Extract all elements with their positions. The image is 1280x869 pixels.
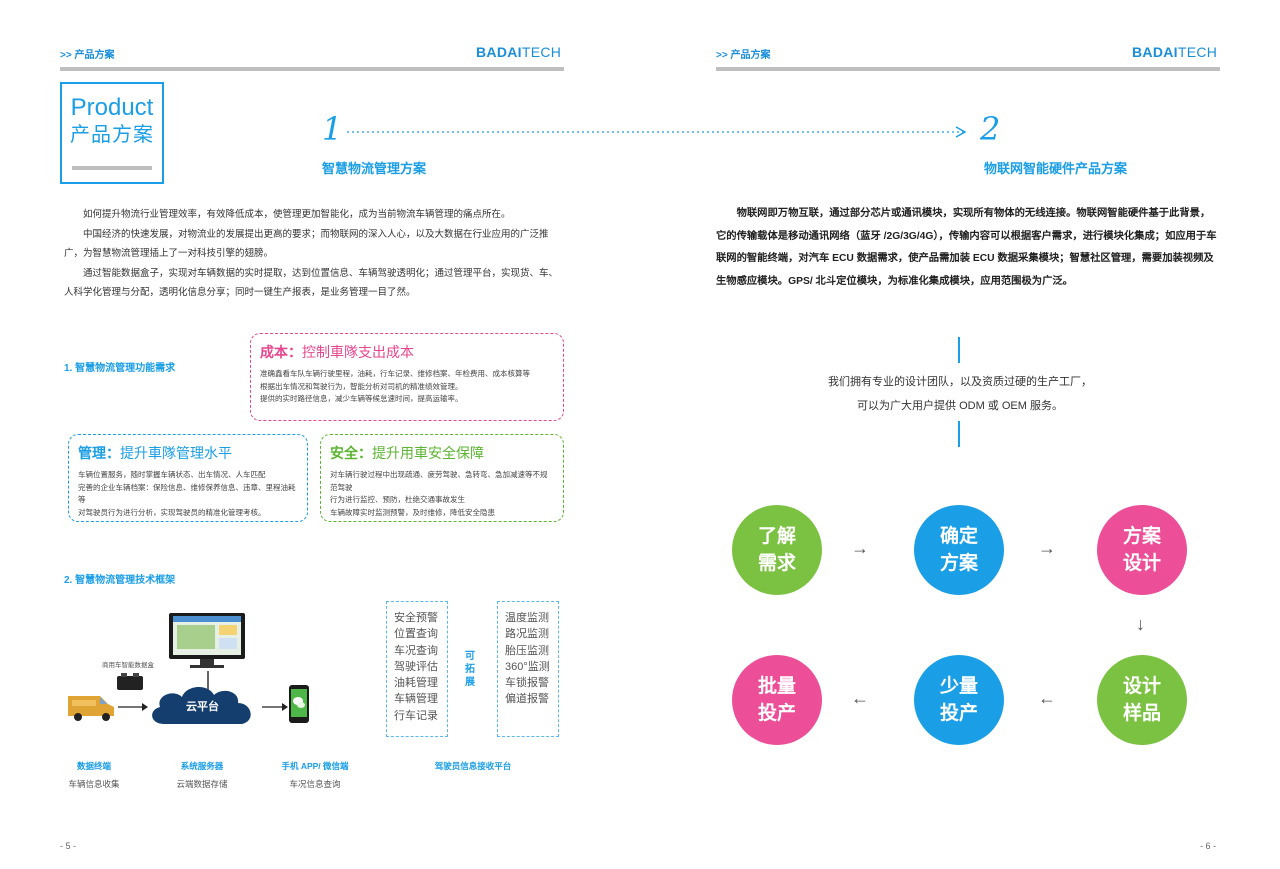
process-step-design: 方案设计	[1097, 505, 1187, 595]
step2-title: 物联网智能硬件产品方案	[984, 161, 1128, 176]
feature-item: 行车记录	[394, 709, 438, 722]
section1-title: 1. 智慧物流管理功能需求	[64, 363, 176, 374]
safety-card-body: 对车辆行驶过程中出现疏通、疲劳驾驶、急转弯、急加减速等不规范驾驶 行为进行监控、…	[330, 470, 548, 517]
arrow-right-icon: →	[1038, 538, 1056, 558]
manage-card-title: 管理：提升車隊管理水平	[78, 445, 232, 461]
process-step-understand: 了解需求	[732, 505, 822, 595]
cost-card-body: 准确鑫看车队车辆行驶里程，油耗，行车记录、维修档案、年检费用、成本核算等 根据出…	[260, 369, 530, 403]
intro-text: 如何提升物流行业管理效率，有效降低成本，使管理更加智能化，成为当前物流车辆管理的…	[64, 205, 564, 303]
link-monitor-cloud	[207, 671, 209, 691]
feature-item: 油耗管理	[394, 677, 438, 690]
header-label-right: >> 产品方案	[716, 50, 771, 61]
feature-item: 驾驶评估	[394, 660, 438, 673]
divider-bottom	[958, 421, 960, 447]
process-step-confirm: 确定方案	[914, 505, 1004, 595]
feature-list-left: 安全预警 位置查询 车况查询 驾驶评估 油耗管理 车辆管理 行车记录	[386, 601, 448, 737]
product-title-box: Product 产品方案	[60, 82, 164, 184]
cloud-icon	[152, 686, 251, 724]
process-step-pilot: 少量投产	[914, 655, 1004, 745]
cloud-label: 云平台	[186, 701, 219, 713]
feature-item: 车况查询	[394, 644, 438, 657]
feature-item: 温度监测	[505, 612, 549, 624]
monitor-icon	[169, 613, 245, 668]
feature-item: 胎压监测	[505, 644, 549, 657]
feature-item: 360°监测	[505, 660, 550, 673]
step1-number: 1	[322, 110, 343, 148]
product-title-cn: 产品方案	[70, 124, 154, 146]
feature-item: 车锁报警	[505, 677, 549, 690]
data-box-label: 商用车智能数据盒	[102, 662, 154, 669]
step2-number: 2	[980, 110, 1001, 148]
feature-list-right: 温度监测 路况监测 胎压监测 360°监测 车锁报警 偏道报警	[497, 601, 559, 737]
page-number-left: - 5 -	[60, 841, 77, 851]
cost-card: 成本：控制車隊支出成本 准确鑫看车队车辆行驶里程，油耗，行车记录、维修档案、年检…	[250, 333, 564, 421]
manage-card-body: 车辆位置服务，随时掌握车辆状态、出车情况、人车匹配 完善的企业车辆档案：保险信息…	[78, 470, 296, 517]
process-step-sample: 设计样品	[1097, 655, 1187, 745]
arrow-left-icon: ←	[1038, 688, 1056, 708]
product-title-en: Product	[70, 94, 154, 121]
dotted-arrow	[347, 126, 967, 138]
safety-card: 安全：提升用車安全保障 对车辆行驶过程中出现疏通、疲劳驾驶、急转弯、急加减速等不…	[320, 434, 564, 522]
phone-icon	[289, 685, 309, 723]
feature-item: 偏道报警	[505, 693, 549, 706]
intro-paragraph: 通过智能数据盒子，实现对车辆数据的实时提取，达到位置信息、车辆驾驶透明化；通过管…	[64, 268, 559, 298]
logo-left: BADAITECH	[476, 44, 562, 60]
header-rule-right	[716, 67, 1220, 71]
step1-title: 智慧物流管理方案	[322, 161, 427, 176]
page-number-right: - 6 -	[1200, 841, 1217, 851]
header-rule-left	[60, 67, 564, 71]
manage-card: 管理：提升車隊管理水平 车辆位置服务，随时掌握车辆状态、出车情况、人车匹配 完善…	[68, 434, 308, 522]
expandable-label: 可拓展	[465, 651, 475, 688]
process-step-mass: 批量投产	[732, 655, 822, 745]
footer-item-driver-platform: 驾驶员信息接收平台	[434, 761, 512, 771]
feature-item: 位置查询	[394, 628, 438, 641]
data-box-icon	[117, 673, 143, 690]
feature-item: 路况监测	[505, 628, 549, 641]
team-statement: 我们拥有专业的设计团队，以及资质过硬的生产工厂， 可以为广大用户提供 ODM 或…	[828, 376, 1092, 412]
intro-paragraph: 如何提升物流行业管理效率，有效降低成本，使管理更加智能化，成为当前物流车辆管理的…	[83, 209, 511, 220]
section2-title: 2. 智慧物流管理技术框架	[64, 575, 176, 586]
arrow-van-cloud	[118, 703, 148, 711]
feature-item: 车辆管理	[394, 693, 438, 706]
arrow-cloud-phone	[262, 703, 288, 711]
arrow-down-icon: ↓	[1136, 614, 1145, 634]
footer-item-app: 手机 APP/ 微信端 车况信息查询	[281, 761, 349, 789]
product-title-bar	[72, 166, 152, 170]
iot-description: 物联网即万物互联，通过部分芯片或通讯模块，实现所有物体的无线连接。物联网智能硬件…	[716, 208, 1217, 287]
van-icon	[68, 696, 114, 721]
arrow-right-icon: →	[851, 538, 869, 558]
intro-paragraph: 中国经济的快速发展，对物流业的发展提出更高的要求；而物联网的深入人心，以及大数据…	[64, 229, 549, 259]
header-label-left: >> 产品方案	[60, 50, 115, 61]
footer-item-server: 系统服务器 云端数据存储	[176, 761, 228, 789]
logo-right: BADAITECH	[1132, 44, 1218, 60]
footer-item-terminal: 数据终端 车辆信息收集	[68, 761, 120, 789]
divider-top	[958, 337, 960, 363]
arrow-left-icon: ←	[851, 688, 869, 708]
safety-card-title: 安全：提升用車安全保障	[330, 445, 484, 461]
feature-item: 安全预警	[394, 612, 438, 624]
cost-card-title: 成本：控制車隊支出成本	[260, 344, 414, 360]
